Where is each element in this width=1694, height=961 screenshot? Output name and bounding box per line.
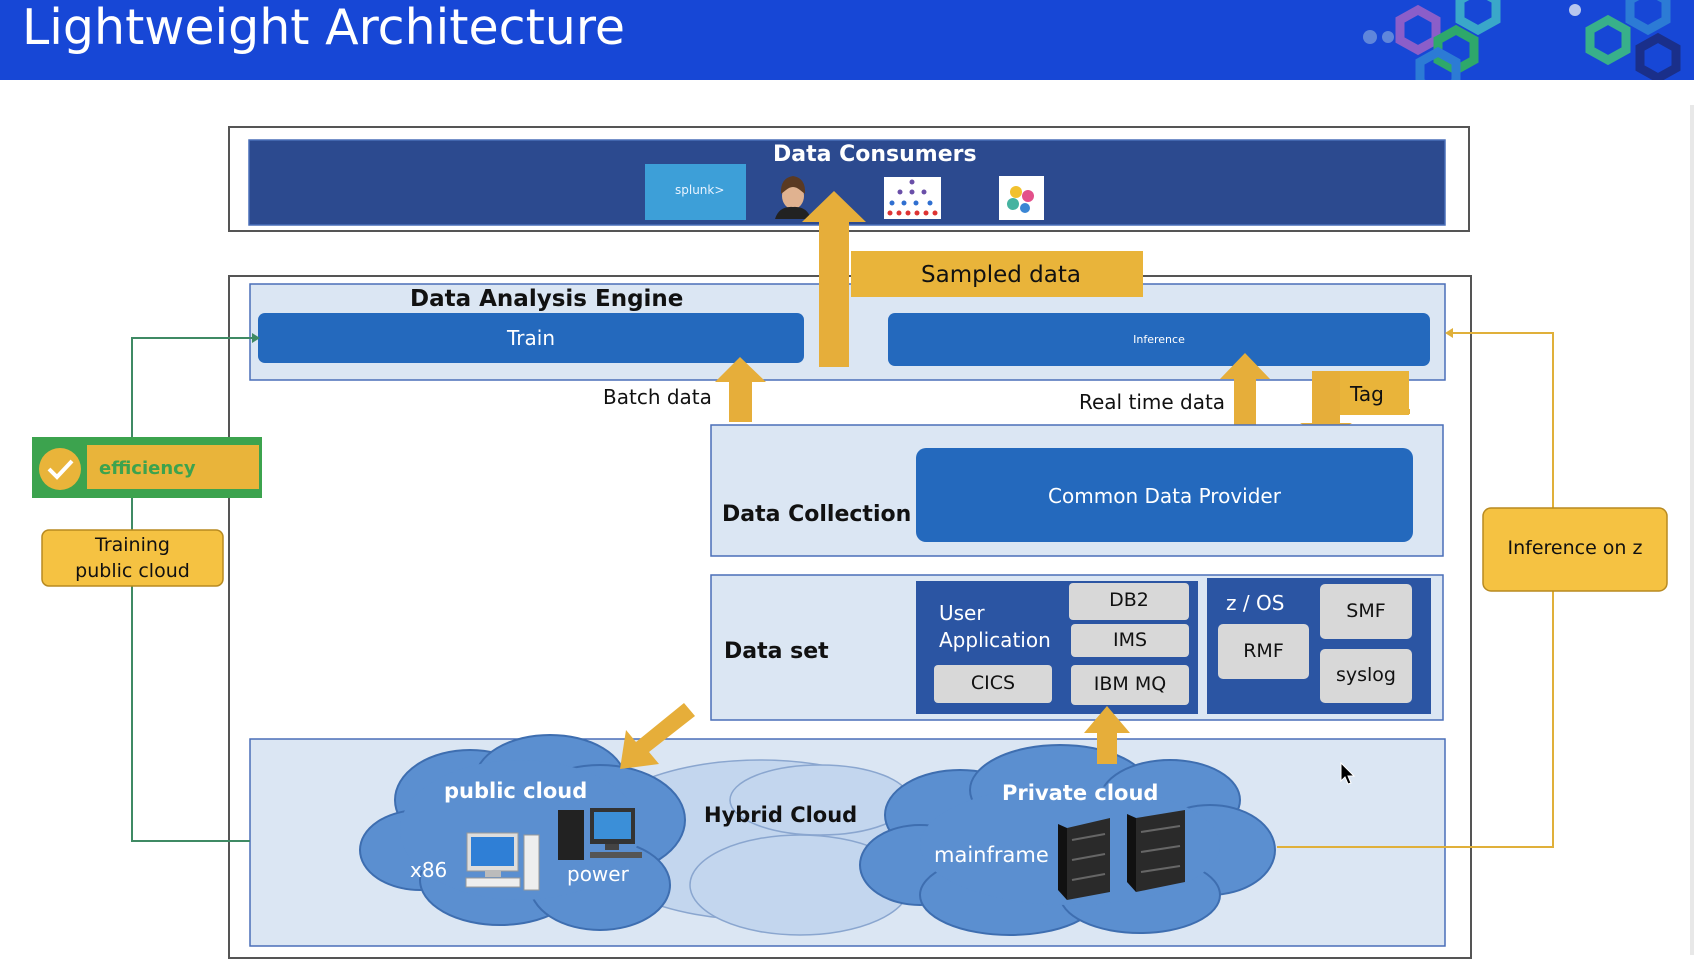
training-connector-line [131,337,252,842]
train-label: Train [507,326,555,350]
dot-shape [1363,30,1377,44]
network-graph-icon [884,177,941,219]
rmf-cell [1218,624,1309,679]
x86-label: x86 [410,858,448,882]
public-cloud-arrow [620,703,695,769]
common-data-provider-box [916,448,1413,542]
db2-cell [1069,583,1189,620]
train-box [258,313,804,363]
smf-cell [1320,584,1412,639]
mouse-cursor-icon [1340,761,1356,785]
cics-cell [934,665,1052,703]
mainframe-server-icon [1058,810,1185,900]
hexagon-shape [1415,46,1461,80]
data-set-title: Data set [724,639,829,664]
tag-label-box [1340,371,1409,415]
sampled-data-label-box [851,251,1143,297]
splunk-label: splunk> [675,183,725,197]
workstation-icon [558,808,642,860]
private-cloud-label: Private cloud [1002,781,1159,805]
dot-shape [1382,31,1394,43]
db2-label: DB2 [1109,589,1149,611]
tag-arrow [1300,371,1410,439]
mainframe-label: mainframe [934,843,1049,867]
hexagon-shape [1433,24,1479,76]
ibm-mq-label: IBM MQ [1093,673,1167,695]
user-application-line1: User [939,601,985,625]
rmf-label: RMF [1243,640,1284,662]
user-application-line2: Application [939,628,1051,652]
analytics-tool-icon [999,176,1044,220]
checkmark-icon [39,448,81,490]
inference-box [888,313,1430,366]
private-cloud-arrow [1084,706,1130,764]
consumers-title: Data Consumers [773,142,977,167]
check-glyph [47,459,74,480]
hexagon-shape [1625,0,1671,36]
efficiency-label: efficiency [99,458,196,479]
inference-label: Inference [1133,333,1185,346]
training-label-line2: public cloud [75,560,190,582]
sampled-data-label: Sampled data [921,262,1081,288]
batch-data-arrow [715,357,766,422]
data-collection-title: Data Collection [722,502,912,527]
dot-shape [1569,4,1581,16]
user-avatar-icon [775,176,811,219]
zos-label: z / OS [1226,591,1285,615]
inference-on-z-box [1482,507,1668,592]
efficiency-bar [87,445,259,489]
ims-cell [1071,624,1189,657]
tag-label: Tag [1350,382,1384,406]
inference-on-z-label: Inference on z [1507,537,1643,559]
hexagon-shape [1585,14,1631,66]
splunk-logo [645,164,746,220]
ibm-mq-cell [1071,665,1189,705]
training-label-line1: Training [95,534,170,556]
hybrid-cloud-label: Hybrid Cloud [704,803,858,827]
common-data-provider-label: Common Data Provider [1048,484,1281,508]
smf-label: SMF [1346,600,1386,622]
real-time-data-arrow [1220,353,1270,434]
real-time-data-label: Real time data [1079,390,1226,414]
scrollbar-track[interactable] [1690,105,1694,955]
syslog-cell [1320,649,1412,703]
public-cloud-label: public cloud [444,779,588,803]
page-title: Lightweight Architecture [22,0,626,56]
syslog-label: syslog [1335,664,1396,686]
sampled-data-arrow [802,191,866,367]
power-label: power [567,862,629,886]
hexagon-shape [1455,0,1501,36]
ims-label: IMS [1112,629,1148,651]
hexagon-decoration [1363,0,1681,80]
desktop-computer-icon [465,832,540,891]
cics-label: CICS [970,672,1016,694]
hexagon-shape [1635,32,1681,80]
batch-data-label: Batch data [603,385,712,409]
inference-connector-arrowhead [1445,328,1453,338]
training-connector-arrowhead [252,333,260,343]
engine-title: Data Analysis Engine [410,286,684,312]
training-public-cloud-box [41,529,224,587]
